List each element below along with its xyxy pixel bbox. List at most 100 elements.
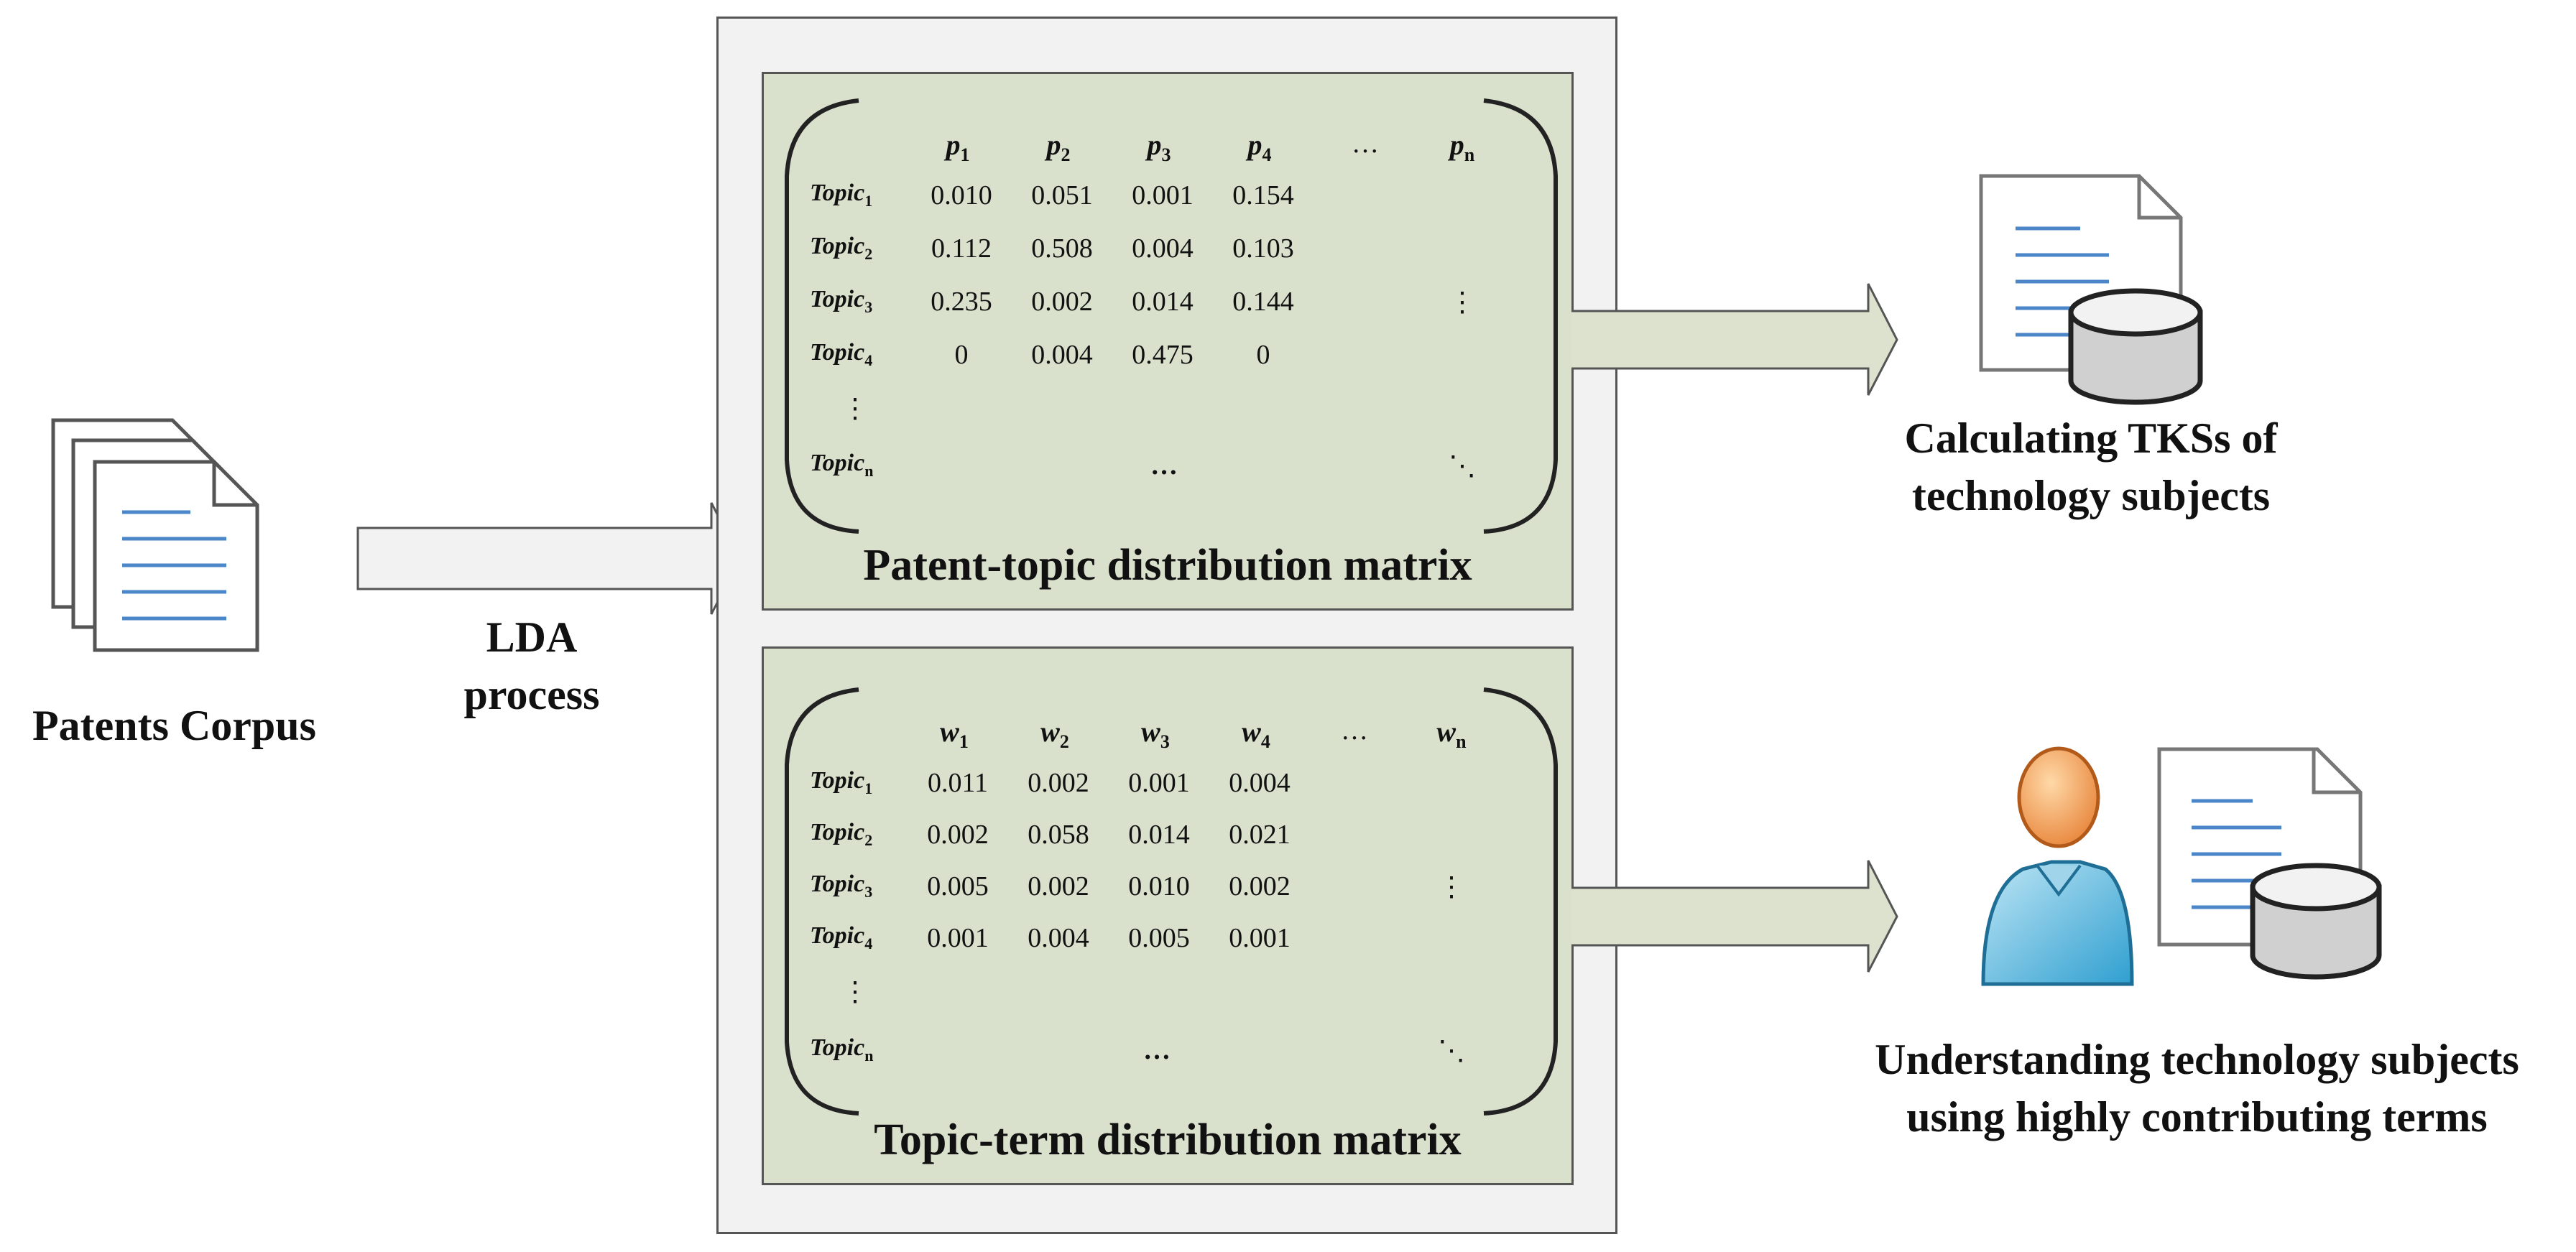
tt-cell: 0.001 <box>1229 923 1291 953</box>
pt-bottom-ellipsis: … <box>1150 450 1178 481</box>
pt-row-sub-n: n <box>864 461 874 480</box>
pt-col-header-2: p2 <box>1046 129 1071 165</box>
tt-col-header-2: w2 <box>1040 715 1069 752</box>
tt-col-sub-4: 4 <box>1260 731 1270 752</box>
tt-cell: 0.014 <box>1128 820 1190 850</box>
tt-right-vellipsis: ⋮ <box>1438 872 1465 902</box>
tt-cell: 0.021 <box>1229 820 1291 850</box>
pt-col-ellipsis: … <box>1352 129 1379 159</box>
patent-topic-title: Patent-topic distribution matrix <box>863 541 1472 590</box>
pt-row-header-3: Topic3 <box>810 286 918 317</box>
patents-corpus-icon <box>51 418 259 652</box>
patent-topic-matrix <box>762 72 1574 611</box>
tt-cell: 0.004 <box>1028 923 1089 953</box>
pt-row-header-4: Topic4 <box>810 339 918 370</box>
pt-cell: 0.010 <box>931 180 992 210</box>
pt-cell: 0 <box>1256 340 1270 370</box>
tt-cell: 0.011 <box>927 768 989 798</box>
tt-cell: 0.010 <box>1128 871 1190 901</box>
tt-col-sub-3: 3 <box>1160 731 1170 752</box>
pt-col-sub-1: 1 <box>960 144 970 165</box>
pt-row-sub-4: 4 <box>864 351 873 369</box>
tt-row-sub-4: 4 <box>864 934 873 952</box>
pt-cell: 0.112 <box>931 233 992 264</box>
pt-cell: 0.014 <box>1132 287 1194 317</box>
patents-corpus-label: Patents Corpus <box>32 702 316 749</box>
lda-arrow <box>356 502 742 615</box>
pt-cell: 0.475 <box>1132 340 1194 370</box>
pt-row-header-2: Topic2 <box>810 233 918 264</box>
pt-cell: 0.103 <box>1232 233 1294 264</box>
pt-cell: 0.051 <box>1031 180 1093 210</box>
output-top-line1: Calculating TKSs of <box>1904 414 2278 462</box>
pt-col-sub-4: 4 <box>1262 144 1272 165</box>
tt-row-var-2: Topic <box>810 819 865 845</box>
tt-row-header-4: Topic4 <box>810 922 918 953</box>
pt-cell: 0.004 <box>1031 340 1093 370</box>
tt-diag-ellipsis: ⋱ <box>1438 1036 1465 1066</box>
pt-cell: 0.144 <box>1232 287 1294 317</box>
tt-row-var-4: Topic <box>810 922 865 949</box>
output-arrow-bottom <box>1571 860 1898 973</box>
pt-col-sub-3: 3 <box>1161 144 1171 165</box>
tt-col-ellipsis: … <box>1341 715 1368 746</box>
patent-topic-brackets <box>785 98 1558 534</box>
pt-row-var-n: Topic <box>810 450 865 476</box>
tt-col-sub-2: 2 <box>1059 731 1069 752</box>
tt-row-var-3: Topic <box>810 871 865 897</box>
tt-row-sub-n: n <box>864 1046 874 1065</box>
person-icon <box>1981 746 2134 986</box>
tt-cell: 0.005 <box>1128 923 1190 953</box>
tt-row-header-1: Topic1 <box>810 767 918 798</box>
tt-cell: 0.005 <box>927 871 989 901</box>
lda-process-label: LDA process <box>402 608 661 723</box>
topic-term-brackets <box>785 687 1558 1116</box>
tt-row-var-n: Topic <box>810 1034 865 1061</box>
output-top-line2: technology subjects <box>1911 472 2271 519</box>
output-arrow-top <box>1571 283 1898 396</box>
tt-col-sub-n: n <box>1456 731 1467 752</box>
tt-row-var-1: Topic <box>810 767 865 794</box>
pt-row-var-2: Topic <box>810 233 865 259</box>
pt-row-var-1: Topic <box>810 180 865 206</box>
pt-diag-ellipsis: ⋱ <box>1449 451 1476 481</box>
tt-cell: 0.001 <box>927 923 989 953</box>
pt-row-sub-2: 2 <box>864 244 873 263</box>
output-bottom-line2: using highly contributing terms <box>1906 1093 2488 1141</box>
tt-col-header-3: w3 <box>1141 715 1170 752</box>
pt-col-header-1: p1 <box>946 129 970 165</box>
pt-row-var-4: Topic <box>810 339 865 366</box>
tt-col-sub-1: 1 <box>959 731 969 752</box>
pt-col-header-n: pn <box>1449 129 1475 165</box>
pt-col-header-3: p3 <box>1147 129 1171 165</box>
document-database-icon-2 <box>2157 747 2382 980</box>
pt-right-vellipsis: ⋮ <box>1449 287 1476 317</box>
tt-row-header-2: Topic2 <box>810 819 918 850</box>
lda-label-line1: LDA <box>486 613 578 661</box>
pt-row-sub-3: 3 <box>864 297 873 316</box>
pt-row-header-n: Topicn <box>810 450 918 481</box>
topic-term-matrix <box>762 646 1574 1185</box>
pt-col-header-4: p4 <box>1247 129 1272 165</box>
document-database-icon <box>1979 174 2203 405</box>
pt-left-vellipsis: ⋮ <box>841 394 869 424</box>
output-top-label: Calculating TKSs of technology subjects <box>1811 409 2371 524</box>
tt-row-header-n: Topicn <box>810 1034 918 1065</box>
tt-cell: 0.002 <box>1028 871 1089 901</box>
tt-cell: 0.058 <box>1028 820 1089 850</box>
output-bottom-label: Understanding technology subjects using … <box>1818 1031 2576 1146</box>
topic-term-title: Topic-term distribution matrix <box>874 1116 1462 1164</box>
pt-cell: 0.235 <box>931 287 992 317</box>
tt-row-header-3: Topic3 <box>810 871 918 901</box>
pt-row-header-1: Topic1 <box>810 180 918 210</box>
pt-cell: 0.004 <box>1132 233 1194 264</box>
tt-cell: 0.002 <box>1229 871 1291 901</box>
pt-row-sub-1: 1 <box>864 191 873 210</box>
tt-row-sub-2: 2 <box>864 830 873 849</box>
tt-cell: 0.002 <box>1028 768 1089 798</box>
tt-cell: 0.001 <box>1128 768 1190 798</box>
pt-cell: 0 <box>954 340 969 370</box>
pt-cell: 0.002 <box>1031 287 1093 317</box>
pt-cell: 0.001 <box>1132 180 1194 210</box>
pt-col-sub-n: n <box>1464 144 1475 165</box>
